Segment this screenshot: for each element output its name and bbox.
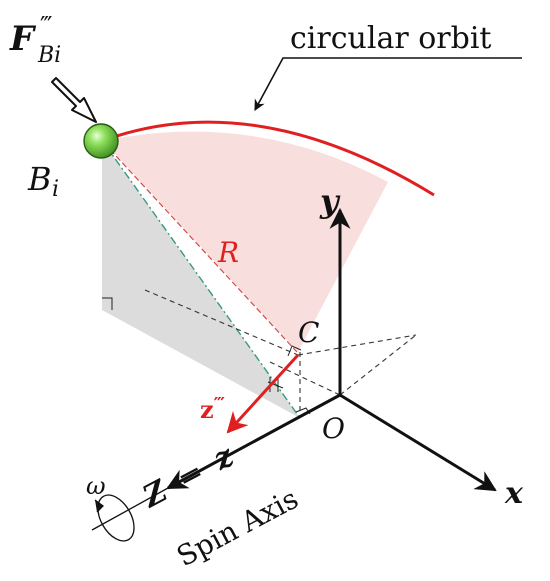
green-guide-line: [105, 145, 301, 419]
radius-line: [103, 142, 298, 353]
force-primes: ‴: [40, 12, 52, 40]
z-triple-prime-arrow: [226, 353, 300, 434]
spin-axis-label-group: Spin Axis: [171, 482, 303, 573]
origin-label: O: [322, 412, 345, 445]
circular-orbit-arc: [101, 120, 435, 197]
center-label: C: [298, 316, 319, 349]
omega-rotation-icon: [94, 494, 135, 542]
ball-bi: [83, 123, 119, 159]
spin-equation: Z = z: [136, 438, 240, 515]
orbit-label: circular orbit: [290, 21, 491, 56]
point-b-subscript: i: [52, 177, 59, 202]
y-axis-label: y: [319, 182, 341, 220]
force-arrow-icon: [51, 77, 97, 123]
z-triple-prime-label: z‴: [200, 394, 225, 424]
spin-axis-extension: [91, 487, 169, 531]
svg-text:Z = z: Z = z: [136, 438, 240, 515]
spin-axis-label: Spin Axis: [171, 482, 303, 573]
x-axis-label: x: [504, 476, 524, 511]
x-axis: [339, 393, 497, 492]
spin-axis: [166, 393, 341, 490]
orbit-leader-line: [254, 57, 522, 111]
point-b-label: B: [27, 160, 52, 198]
omega-label: ω: [86, 472, 106, 500]
construction-lines: [144, 289, 417, 418]
force-label: F: [9, 19, 37, 59]
force-subscript: Bi: [37, 43, 61, 68]
orbit-sector: [102, 131, 388, 352]
radius-label: R: [217, 236, 239, 269]
